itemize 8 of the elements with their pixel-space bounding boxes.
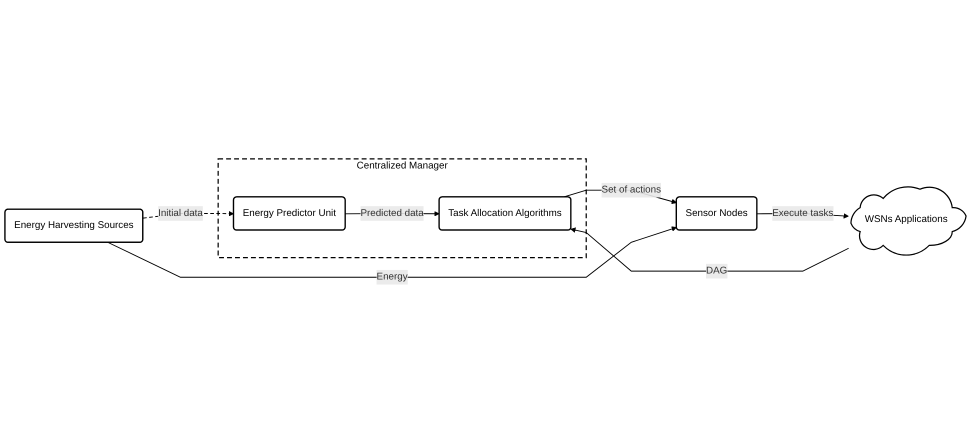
edge-label: DAG [706,266,728,276]
arrow [108,226,677,278]
edge-label: Energy [376,272,408,282]
edge-label: Set of actions [602,184,661,196]
edge-label: Predicted data [360,208,424,219]
arrow [570,228,850,272]
edge-label: Execute tasks [772,208,834,219]
edge-label: Initial data [158,208,203,219]
